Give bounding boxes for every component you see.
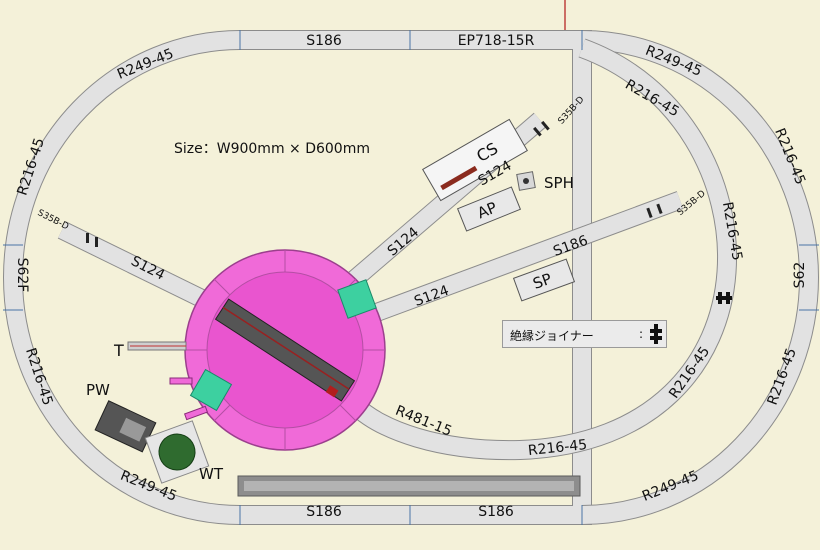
label-bottom-s186-right: S186 bbox=[478, 504, 514, 520]
label-top-right-curve: R249-45 bbox=[643, 43, 704, 80]
sp-box bbox=[512, 258, 576, 302]
label-ap: AP bbox=[475, 198, 500, 222]
legend-label: 絶縁ジョイナー bbox=[510, 329, 594, 343]
label-t: T bbox=[113, 341, 124, 360]
label-sp: SP bbox=[530, 270, 554, 293]
label-left-s62: S62F bbox=[14, 258, 30, 293]
outer-loop-track[interactable] bbox=[4, 31, 591, 524]
outer-right-edge bbox=[581, 30, 819, 525]
label-right-s62: S62 bbox=[792, 262, 808, 289]
sph-box bbox=[516, 171, 536, 191]
spur-sp-track[interactable] bbox=[367, 192, 683, 323]
label-wt: WT bbox=[199, 465, 224, 483]
legend-colon: : bbox=[639, 327, 644, 341]
label-spur-sp-s124: S124 bbox=[412, 283, 451, 310]
insulated-joiner-icon bbox=[650, 324, 662, 344]
outer-right-track[interactable] bbox=[581, 31, 818, 524]
label-top-s186: S186 bbox=[306, 33, 342, 49]
pw-building bbox=[94, 400, 157, 453]
wt-water-tower bbox=[144, 420, 210, 484]
label-inner-right-lower: R216-45 bbox=[666, 344, 713, 402]
inner-loop-track[interactable] bbox=[348, 39, 736, 460]
label-inner-bottom: R216-45 bbox=[527, 437, 588, 459]
turntable[interactable] bbox=[169, 249, 386, 451]
label-spur-left-end: S35B-D bbox=[36, 208, 70, 232]
legend-insulated-joiner: 絶縁ジョイナー : bbox=[502, 320, 667, 348]
label-bottom-s186-left: S186 bbox=[306, 504, 342, 520]
inspection-pit-inner bbox=[244, 481, 574, 491]
ap-box bbox=[456, 186, 522, 232]
cs-building bbox=[422, 118, 528, 202]
size-label: Size：W900mm × D600mm bbox=[174, 141, 370, 157]
spur-bumpers bbox=[86, 120, 663, 247]
t-track bbox=[127, 341, 187, 351]
label-pw: PW bbox=[86, 381, 110, 399]
label-top-ep: EP718-15R bbox=[458, 33, 535, 49]
insulated-joiner-marks bbox=[716, 292, 732, 304]
track-joints bbox=[3, 30, 819, 525]
label-sph: SPH bbox=[544, 174, 574, 192]
